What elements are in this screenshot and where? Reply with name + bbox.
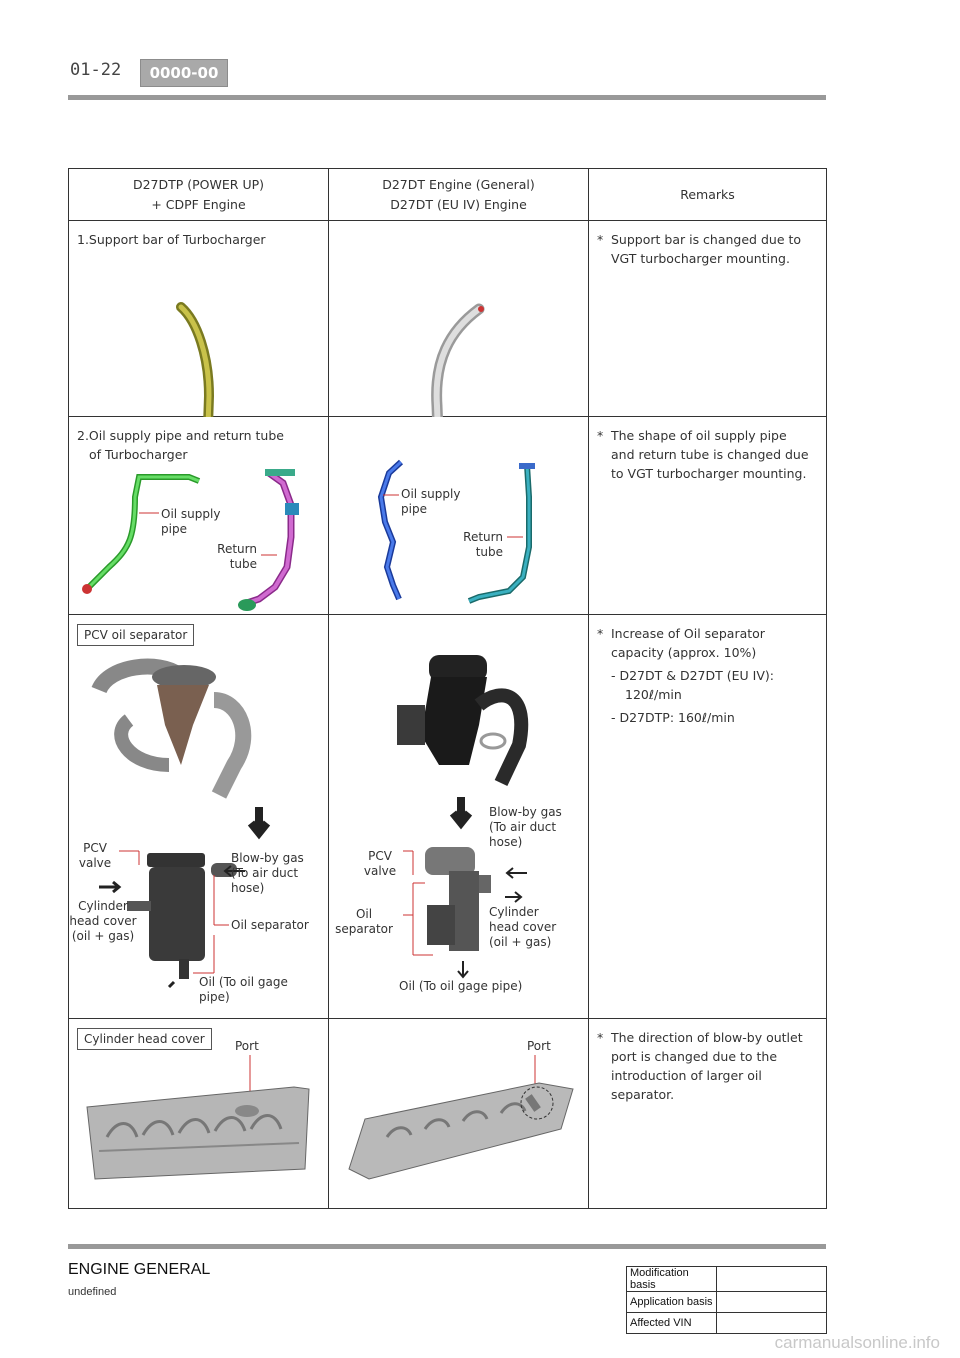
cylinder-head-dt-image <box>348 1055 574 1180</box>
oil-pipe-dtp-image <box>82 469 299 611</box>
remarks-cell: *Increase of Oil separator capacity (app… <box>588 614 827 1019</box>
oil-pipe-dt-image <box>377 459 535 604</box>
cylinder-head-dtp-cell: Cylinder head cover Port <box>68 1018 329 1209</box>
pcv-dtp-image <box>91 658 271 989</box>
oil-pipe-dt-cell: Oil supply pipe Return tube <box>328 416 589 615</box>
support-bar-dtp-cell: 1.Support bar of Turbocharger <box>68 220 329 417</box>
oil-to-gage-pipe-label: Oil (To oil gage pipe) <box>399 979 523 993</box>
port-label: Port <box>527 1039 551 1053</box>
cylinder-head-dt-cell: Port <box>328 1018 589 1209</box>
oil-separator-label: Oil separator <box>231 918 309 932</box>
support-bar-dtp-image <box>176 302 215 417</box>
remarks-cell: *The direction of blow-by outlet port is… <box>588 1018 827 1209</box>
support-bar-dt-image <box>431 303 485 417</box>
footer-subtitle: undefined <box>68 1286 117 1298</box>
pcv-valve-label: PCV valve <box>78 841 112 870</box>
pcv-oil-separator-label: PCV oil separator <box>77 624 195 646</box>
column-header-d27dt: D27DT Engine (General) D27DT (EU IV) Eng… <box>328 168 589 221</box>
table-header-row: D27DTP (POWER UP) + CDPF Engine D27DT En… <box>68 168 827 221</box>
support-bar-dt-cell <box>328 220 589 417</box>
cylinder-head-dtp-image <box>86 1055 310 1180</box>
oil-supply-pipe-label: Oil supply pipe <box>161 507 221 536</box>
remarks-cell: *The shape of oil supply pipe and return… <box>588 416 827 615</box>
cylinder-head-cover-label: Cylinder head cover (oil + gas) <box>489 905 557 949</box>
modification-table: Modification basis Application basis Aff… <box>626 1266 827 1334</box>
pcv-dt-cell: Blow-by gas (To air duct hose) PCV valve… <box>328 614 589 1019</box>
page-number: 01-22 <box>70 60 122 80</box>
row-title: 1.Support bar of Turbocharger <box>77 232 266 247</box>
column-header-remarks: Remarks <box>588 168 827 221</box>
port-label: Port <box>235 1039 259 1053</box>
blow-by-gas-label: Blow-by gas (To air duct hose) <box>231 851 304 895</box>
column-header-d27dtp: D27DTP (POWER UP) + CDPF Engine <box>68 168 329 221</box>
pcv-dtp-cell: PCV oil separator <box>68 614 329 1019</box>
cylinder-head-cover-label: Cylinder head cover (oil + gas) <box>69 899 137 943</box>
comparison-table: D27DTP (POWER UP) + CDPF Engine D27DT En… <box>68 168 827 1209</box>
modification-row: Application basis <box>626 1291 827 1313</box>
table-row: PCV oil separator <box>68 614 827 1019</box>
oil-supply-pipe-label: Oil supply pipe <box>401 487 461 516</box>
cylinder-head-cover-label: Cylinder head cover <box>77 1028 212 1050</box>
row-title: 2.Oil supply pipe and return tube of Tur… <box>77 428 284 462</box>
table-row: Cylinder head cover Port Port *The <box>68 1018 827 1209</box>
watermark: carmanualsonline.info <box>774 1333 940 1352</box>
modification-row: Modification basis <box>626 1266 827 1292</box>
table-row: 1.Support bar of Turbocharger *Support b… <box>68 220 827 417</box>
pcv-dt-image <box>397 655 529 979</box>
return-tube-label: Return tube <box>217 542 257 571</box>
return-tube-label: Return tube <box>463 530 503 559</box>
oil-to-gage-pipe-label: Oil (To oil gage pipe) <box>199 975 288 1004</box>
section-code-badge: 0000-00 <box>140 59 228 87</box>
remarks-cell: *Support bar is changed due to VGT turbo… <box>588 220 827 417</box>
table-row: 2.Oil supply pipe and return tube of Tur… <box>68 416 827 615</box>
blow-by-gas-label: Blow-by gas (To air duct hose) <box>489 805 562 849</box>
pcv-valve-label: PCV valve <box>363 849 397 878</box>
footer-divider <box>68 1244 826 1249</box>
footer-title: ENGINE GENERAL <box>68 1261 211 1278</box>
oil-pipe-dtp-cell: 2.Oil supply pipe and return tube of Tur… <box>68 416 329 615</box>
oil-separator-label: Oil separator <box>335 907 393 936</box>
modification-row: Affected VIN <box>626 1312 827 1334</box>
header-divider <box>68 95 826 100</box>
